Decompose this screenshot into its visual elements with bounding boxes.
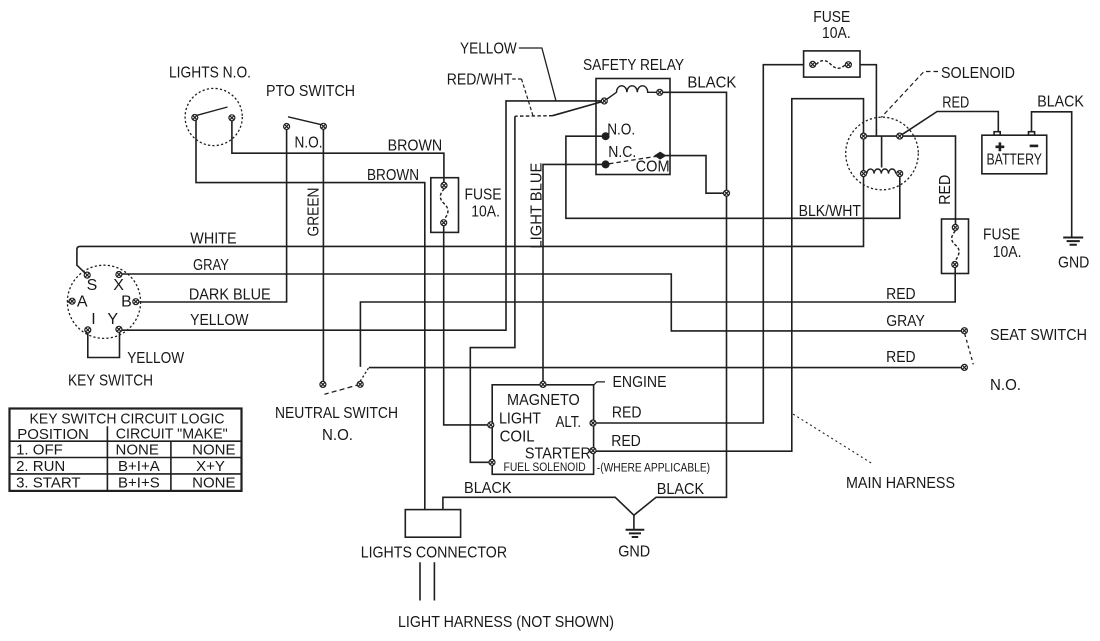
svg-text:SAFETY RELAY: SAFETY RELAY <box>583 57 684 74</box>
svg-text:GREEN: GREEN <box>306 188 323 237</box>
svg-text:PTO SWITCH: PTO SWITCH <box>266 83 355 100</box>
svg-text:RED: RED <box>942 94 969 111</box>
svg-text:FUSE: FUSE <box>813 9 850 26</box>
svg-text:S: S <box>87 277 98 294</box>
svg-text:1. OFF: 1. OFF <box>16 442 63 459</box>
svg-text:WHITE: WHITE <box>190 231 236 248</box>
svg-text:I: I <box>91 311 95 328</box>
svg-text:RED/WHT: RED/WHT <box>447 71 513 88</box>
svg-text:POSITION: POSITION <box>17 426 89 443</box>
svg-text:LIGHTS CONNECTOR: LIGHTS CONNECTOR <box>361 545 507 562</box>
svg-text:RED: RED <box>886 349 916 366</box>
svg-text:FUSE: FUSE <box>465 187 502 204</box>
svg-text:YELLOW: YELLOW <box>127 350 185 367</box>
svg-text:ENGINE: ENGINE <box>613 374 667 391</box>
svg-text:ALT.: ALT. <box>555 414 581 431</box>
svg-text:NEUTRAL SWITCH: NEUTRAL SWITCH <box>275 405 398 422</box>
svg-text:BLACK: BLACK <box>657 481 705 498</box>
svg-text:KEY SWITCH CIRCUIT LOGIC: KEY SWITCH CIRCUIT LOGIC <box>30 410 225 427</box>
svg-text:COM: COM <box>636 159 670 176</box>
svg-text:LIGHT BLUE: LIGHT BLUE <box>529 163 546 249</box>
svg-text:A: A <box>77 294 88 311</box>
svg-text:GND: GND <box>618 544 650 561</box>
svg-text:DARK BLUE: DARK BLUE <box>189 287 271 304</box>
svg-text:B+I+A: B+I+A <box>118 458 160 475</box>
svg-text:N.O.: N.O. <box>990 377 1021 394</box>
svg-text:LIGHTS N.O.: LIGHTS N.O. <box>169 65 251 82</box>
svg-text:X+Y: X+Y <box>196 458 225 475</box>
svg-text:BLACK: BLACK <box>464 480 512 497</box>
svg-text:NONE: NONE <box>116 442 159 459</box>
svg-text:KEY SWITCH: KEY SWITCH <box>68 373 153 390</box>
svg-text:RED: RED <box>886 286 916 303</box>
svg-text:GRAY: GRAY <box>193 257 229 274</box>
svg-text:BATTERY: BATTERY <box>987 152 1043 169</box>
svg-text:MAGNETO: MAGNETO <box>507 392 580 409</box>
svg-text:X: X <box>113 277 124 294</box>
svg-text:MAIN HARNESS: MAIN HARNESS <box>846 475 955 492</box>
svg-text:SEAT SWITCH: SEAT SWITCH <box>990 327 1087 344</box>
svg-text:SOLENOID: SOLENOID <box>941 65 1015 82</box>
svg-text:2. RUN: 2. RUN <box>16 458 65 475</box>
svg-text:B+I+S: B+I+S <box>118 474 160 491</box>
svg-text:CIRCUIT "MAKE": CIRCUIT "MAKE" <box>116 425 228 442</box>
svg-text:BROWN: BROWN <box>367 167 419 184</box>
svg-text:YELLOW: YELLOW <box>190 312 249 329</box>
svg-text:LIGHT HARNESS (NOT SHOWN): LIGHT HARNESS (NOT SHOWN) <box>398 614 614 631</box>
svg-text:BLACK: BLACK <box>1037 93 1084 110</box>
svg-text:RED: RED <box>937 175 954 205</box>
svg-text:COIL: COIL <box>500 429 535 446</box>
svg-text:FUEL SOLENOID: FUEL SOLENOID <box>504 462 586 474</box>
svg-text:NONE: NONE <box>192 442 235 459</box>
svg-text:10A.: 10A. <box>822 25 851 42</box>
svg-text:NONE: NONE <box>192 474 235 491</box>
svg-text:10A.: 10A. <box>993 244 1022 261</box>
svg-text:FUSE: FUSE <box>983 227 1020 244</box>
svg-text:BLACK: BLACK <box>687 74 736 91</box>
svg-text:-(WHERE APPLICABLE): -(WHERE APPLICABLE) <box>597 463 710 475</box>
svg-text:GND: GND <box>1058 255 1089 272</box>
svg-text:Y: Y <box>107 311 118 328</box>
svg-text:RED: RED <box>611 433 641 450</box>
svg-text:N.O.: N.O. <box>295 135 323 152</box>
svg-text:RED: RED <box>612 404 642 421</box>
svg-text:B: B <box>121 294 132 311</box>
svg-text:N.O.: N.O. <box>322 427 353 444</box>
svg-text:N.O.: N.O. <box>607 121 635 138</box>
svg-text:BROWN: BROWN <box>388 138 443 155</box>
svg-text:N.C.: N.C. <box>608 144 636 161</box>
svg-text:STARTER: STARTER <box>525 445 591 462</box>
svg-text:BLK/WHT: BLK/WHT <box>799 203 862 220</box>
svg-text:3. START: 3. START <box>16 474 80 491</box>
svg-text:10A.: 10A. <box>471 204 500 221</box>
svg-text:LIGHT: LIGHT <box>499 410 541 427</box>
svg-text:YELLOW: YELLOW <box>460 40 517 57</box>
svg-text:GRAY: GRAY <box>886 313 925 330</box>
